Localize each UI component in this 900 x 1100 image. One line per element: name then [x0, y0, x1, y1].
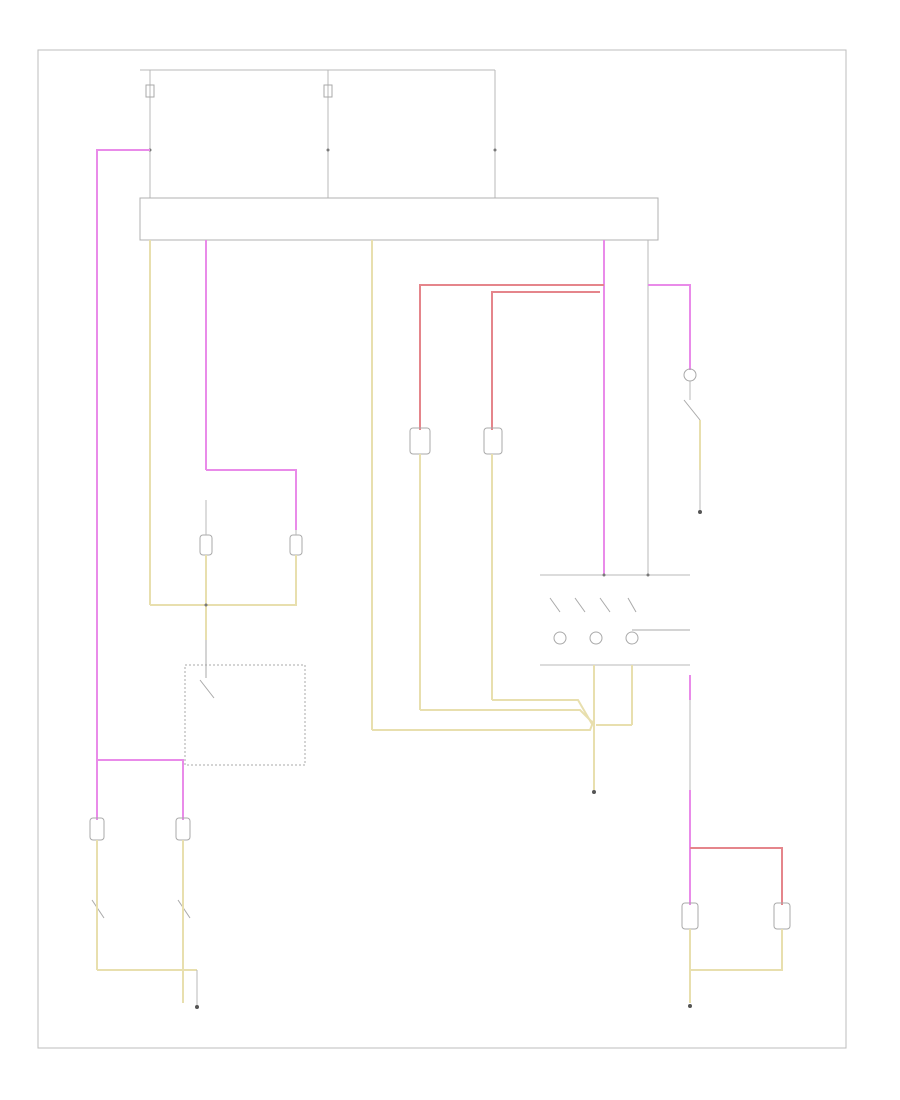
lamp-left-front [199, 534, 213, 556]
lamp-left-footwell [681, 902, 699, 930]
lamp-right-vanity [175, 817, 191, 841]
wire-out-2b [206, 469, 297, 530]
fuse-feed-2 [323, 70, 333, 198]
ground-center [592, 790, 596, 794]
diagram-frame [37, 49, 847, 1049]
lamp-right-rear [483, 427, 503, 455]
wire-out-4-red-b [491, 291, 600, 430]
wire-out-5-pink [648, 284, 691, 370]
fuse-feed-3 [493, 70, 497, 198]
vanity-feed [97, 759, 184, 820]
lamp-right-front [289, 534, 303, 556]
ground-right [688, 1004, 692, 1008]
dome-lamp-switch [683, 368, 702, 514]
wire-out-4-red [419, 284, 604, 430]
overhead-module [139, 197, 659, 241]
front-overhead-assembly [540, 573, 690, 666]
switch-door [184, 640, 306, 766]
tan-return-bundle [372, 719, 595, 731]
front-lamps-return [150, 555, 297, 606]
ground-left [195, 1005, 199, 1009]
lamp-right-footwell [773, 902, 791, 930]
lamp-left-vanity [89, 817, 105, 841]
fuse-feed-1 [145, 70, 155, 198]
left-pink-feed [96, 149, 150, 760]
lamp-left-rear [409, 427, 431, 455]
